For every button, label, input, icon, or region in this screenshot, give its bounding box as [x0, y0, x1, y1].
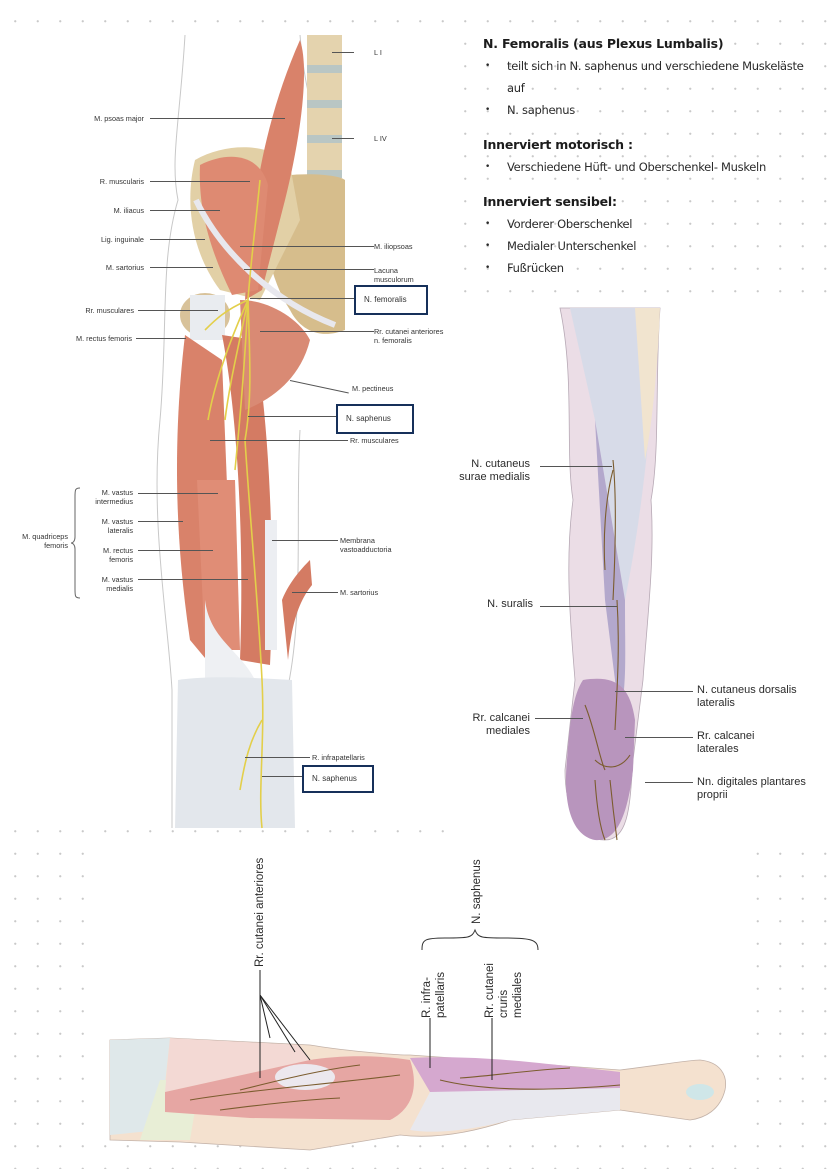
label-vastus-medialis: M. vastus medialis — [101, 575, 133, 593]
sensory-heading: Innerviert sensibel: — [483, 194, 617, 209]
label-rectus-femoris-top: M. rectus femoris — [76, 334, 132, 343]
lateral-leg-figure: Rr. cutanei anteriores N. saphenus R. in… — [100, 830, 740, 1160]
label-lig-inguinale: Lig. inguinale — [100, 235, 144, 244]
lateral-leg-illustration — [109, 928, 727, 1151]
notes-item: Verschiedene Hüft- und Oberschenkel- Mus… — [483, 156, 813, 178]
label-nn-digitales: Nn. digitales plantares proprii — [697, 776, 806, 801]
notes-item: Fußrücken — [483, 257, 813, 279]
motor-heading: Innerviert motorisch : — [483, 137, 633, 152]
label-rr-calcanei-laterales: Rr. calcanei laterales — [697, 730, 755, 755]
label-lacuna: Lacuna musculorum — [374, 266, 414, 284]
label-r-muscularis: R. muscularis — [99, 177, 144, 186]
label-n-saphenus-lower: N. saphenus — [302, 765, 374, 793]
label-quadriceps-group: M. quadriceps femoris — [22, 532, 68, 550]
label-rr-cutanei-ant: Rr. cutanei anteriores n. femoralis — [374, 327, 444, 345]
label-pectineus: M. pectineus — [352, 384, 394, 393]
notes-item: N. saphenus — [483, 99, 813, 121]
spine — [307, 35, 342, 178]
notes-item: Medialer Unterschenkel — [483, 235, 813, 257]
label-vastus-lateralis: M. vastus lateralis — [101, 517, 133, 535]
label-infrapatellaris: R. infrapatellaris — [312, 753, 365, 762]
label-n-saphenus-upper: N. saphenus — [336, 404, 414, 434]
brace-icon — [70, 487, 81, 599]
label-sartorius-right: M. sartorius — [340, 588, 379, 597]
label-membrana: Membrana vastoadductoria — [340, 536, 392, 554]
notes-item: teilt sich in N. saphenus und verschiede… — [483, 55, 813, 99]
notes-panel: N. Femoralis (aus Plexus Lumbalis) teilt… — [483, 36, 813, 295]
label-n-saphenus-lateral: N. saphenus — [471, 859, 483, 924]
notes-title: N. Femoralis (aus Plexus Lumbalis) — [483, 36, 724, 51]
label-rectus-femoris-quad: M. rectus femoris — [102, 546, 133, 564]
label-rr-musculares-right: Rr. musculares — [350, 436, 399, 445]
notes-section-sensory: Innerviert sensibel: Vorderer Oberschenk… — [483, 194, 813, 279]
label-iliacus: M. iliacus — [113, 206, 144, 215]
label-iliopsoas: M. iliopsoas — [374, 242, 413, 251]
label-r-infrapatellaris-lateral: R. infra- patellaris — [421, 971, 447, 1018]
thigh-illustration — [156, 34, 345, 829]
label-n-cutaneus-dorsalis: N. cutaneus dorsalis lateralis — [697, 684, 797, 709]
label-rr-calcanei-mediales: Rr. calcanei mediales — [472, 712, 530, 737]
label-sartorius-left: M. sartorius — [105, 263, 144, 272]
notes-item: Vorderer Oberschenkel — [483, 213, 813, 235]
thigh-figure: M. psoas major R. muscularis M. iliacus … — [0, 0, 460, 835]
label-rr-musculares-left: Rr. musculares — [85, 306, 134, 315]
label-rr-cutanei-anteriores-lateral: Rr. cutanei anteriores — [254, 857, 266, 967]
notes-section-motor: Innerviert motorisch : Verschiedene Hüft… — [483, 137, 813, 178]
label-l1: L I — [374, 48, 382, 57]
label-psoas-major: M. psoas major — [94, 114, 144, 123]
leg-illustration — [559, 307, 661, 841]
label-l4: L IV — [374, 134, 387, 143]
label-n-femoralis: N. femoralis — [354, 285, 428, 315]
notes-section-femoralis: N. Femoralis (aus Plexus Lumbalis) teilt… — [483, 36, 813, 121]
leg-figure: N. cutaneus surae medialis N. suralis Rr… — [455, 300, 828, 845]
label-n-cutaneus-surae: N. cutaneus surae medialis — [459, 458, 530, 483]
label-vastus-intermedius: M. vastus intermedius — [95, 488, 133, 506]
label-rr-cutanei-cruris: Rr. cutanei cruris mediales — [484, 963, 524, 1018]
label-n-suralis: N. suralis — [487, 598, 533, 610]
